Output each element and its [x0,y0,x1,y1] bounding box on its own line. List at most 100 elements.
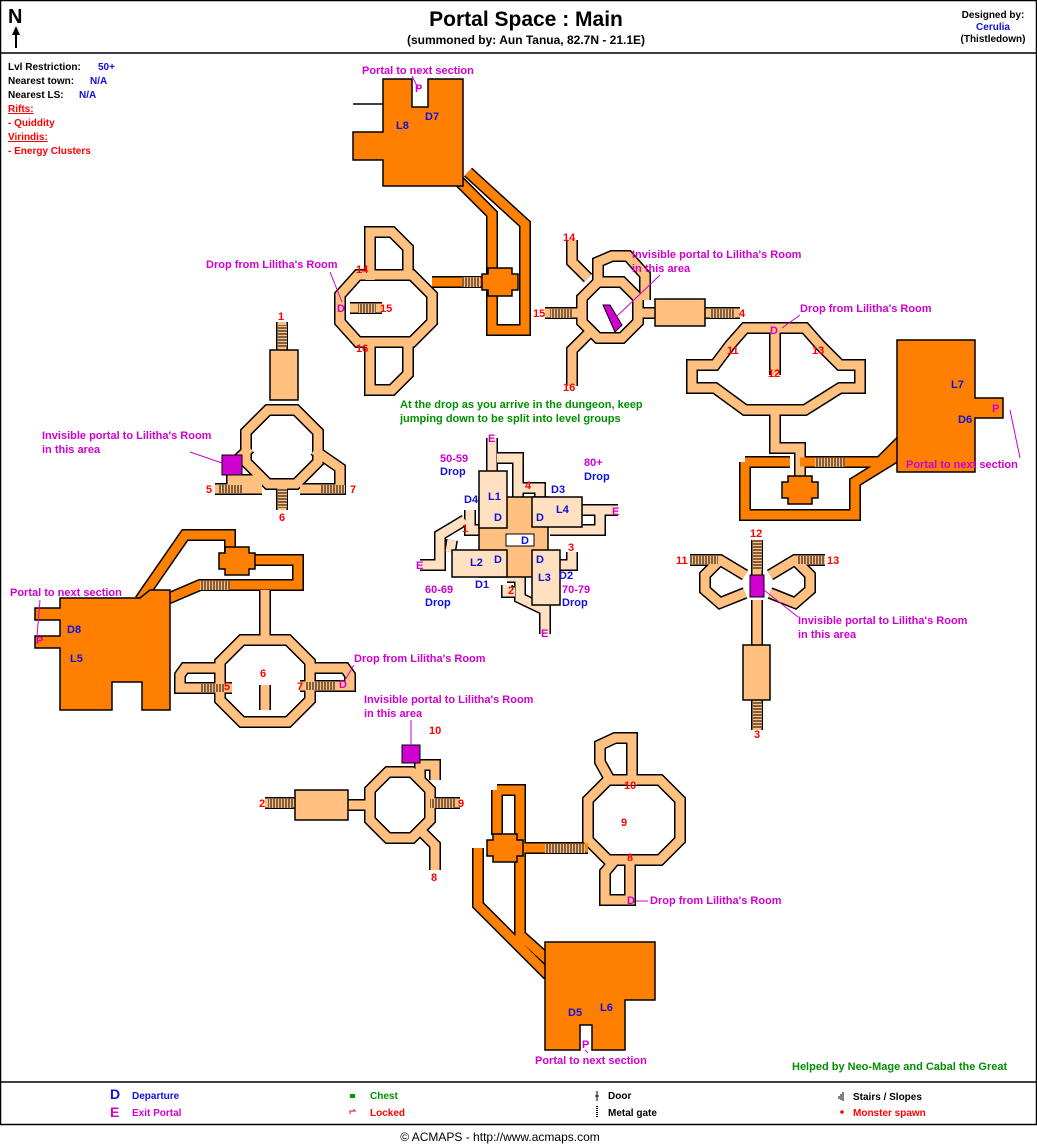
junction-room [481,267,519,297]
junction-room [218,546,256,576]
footer-copyright[interactable]: © ACMAPS - http://www.acmaps.com [400,1130,600,1144]
invisible-portal-area [401,744,421,764]
corridor [365,340,413,395]
stairs-icon [320,485,345,493]
drop-range: 70-79 [562,584,590,596]
stairs-icon [710,309,735,318]
octagon-room [215,635,315,727]
drop-label: Drop [440,466,466,478]
door-label: D8 [67,624,81,636]
chest-icon [350,1094,355,1098]
arrival-drop-box [505,533,535,547]
drop-range: 80+ [584,457,603,469]
stairs-icon [200,581,230,590]
room-l7 [896,339,1004,473]
loop-room [687,323,865,415]
invisible-portal-area [602,304,623,333]
room-l8 [352,78,464,187]
annotations: Portal to next section Drop from Lilitha… [10,65,1018,1073]
spawn-number: 2 [259,798,265,810]
door-label: D2 [559,570,573,582]
stairs-icon [550,309,572,318]
room-label: L2 [470,557,483,569]
drop-marker: D [627,895,635,907]
stairs-icon [797,556,825,564]
door-icon [595,1091,599,1101]
corridor [595,733,637,905]
note: Invisible portal to Lilitha's Room [364,694,534,706]
spawn-number: 7 [350,484,356,496]
note: Drop from Lilitha's Room [800,303,932,315]
side-room [294,789,349,821]
spawn-number: 13 [827,555,839,567]
spawn-number: 1 [462,523,468,535]
octagon-room [365,767,435,843]
spawn-number: 15 [380,303,392,315]
stairs-icon [278,488,287,508]
portal-marker: P [415,83,422,95]
octagon-room [241,405,323,489]
town-label: Nearest town: [8,76,74,87]
note: Portal to next section [535,1055,647,1067]
note: Invisible portal to Lilitha's Room [42,430,212,442]
room-l1 [478,470,508,529]
door-label: D6 [958,414,972,426]
north-indicator: N [8,6,22,48]
spawn-number: 14 [563,232,576,244]
exit-marker: E [612,506,619,518]
octagon-room [583,775,685,865]
arrival-note: At the drop as you arrive in the dungeon… [400,399,643,411]
room-l2 [451,549,508,578]
designer-server: (Thistledown) [961,34,1026,45]
drop-label: Drop [562,597,588,609]
drop-label: Drop [425,597,451,609]
spawn-number: 5 [206,484,212,496]
spawn-number: 11 [676,555,688,567]
spawn-number: 4 [525,480,532,492]
spawn-number: 12 [768,368,780,380]
corridor [473,785,588,979]
room-l4 [531,496,583,528]
note: Drop from Lilitha's Room [206,259,338,271]
spawn-number: 9 [458,798,464,810]
room-l5 [34,589,171,711]
designed-by-label: Designed by: [962,10,1025,21]
stairs-icon [218,485,243,493]
departure-label: D [536,554,544,566]
room-label: L8 [396,120,409,132]
stairs-icon [268,799,293,808]
exit-marker: E [488,433,495,445]
departure-label: D [494,554,502,566]
page-subtitle: (summoned by: Aun Tanua, 82.7N - 21.1E) [407,33,645,47]
side-room [654,298,706,327]
credits: Helped by Neo-Mage and Cabal the Great [792,1061,1007,1073]
legend-chest: Chest [370,1091,398,1102]
spawn-numbers: 14 15 16 1 5 7 6 14 15 16 4 11 12 13 4 1… [206,232,839,884]
north-label: N [8,6,22,28]
monster-spawn-icon [840,1110,844,1114]
invisible-portal-area [221,454,243,476]
junction-room [781,475,819,505]
lvl-label: Lvl Restriction: [8,62,81,73]
note: Invisible portal to Lilitha's Room [798,615,968,627]
stairs-icon [358,304,376,313]
spawn-number: 14 [356,264,369,276]
side-room [269,349,299,401]
lvl-value: 50+ [98,62,115,73]
note: in this area [632,263,691,275]
portal-marker: P [36,635,43,647]
invisible-portal-area [749,574,765,598]
departure-label: D [536,512,544,524]
door-label: D7 [425,111,439,123]
locked-icon [349,1109,356,1114]
door-label: D1 [475,579,489,591]
stairs-icon [305,682,335,690]
note: Portal to next section [906,459,1018,471]
spawn-number: 8 [627,852,633,864]
portal-marker: P [992,403,999,415]
junction-room [486,833,524,863]
stairs-icon [200,684,225,692]
legend: D Departure E Exit Portal Chest Locked D… [110,1086,926,1120]
virindis-label: Virindis: [8,132,48,143]
spawn-number: 6 [260,668,266,680]
